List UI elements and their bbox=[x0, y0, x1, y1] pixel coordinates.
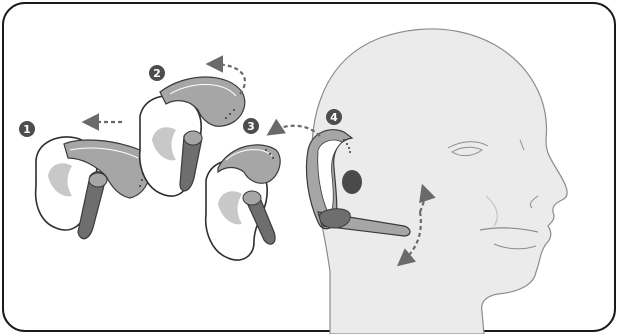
step-3-badge: 3 bbox=[243, 118, 259, 134]
step-4-number: 4 bbox=[330, 111, 338, 124]
step-4-badge: 4 bbox=[326, 109, 342, 125]
step-3-number: 3 bbox=[247, 120, 255, 133]
step-2-number: 2 bbox=[153, 67, 161, 80]
step-1-number: 1 bbox=[23, 123, 31, 136]
step-2-badge: 2 bbox=[149, 65, 165, 81]
step-1-badge: 1 bbox=[19, 121, 35, 137]
